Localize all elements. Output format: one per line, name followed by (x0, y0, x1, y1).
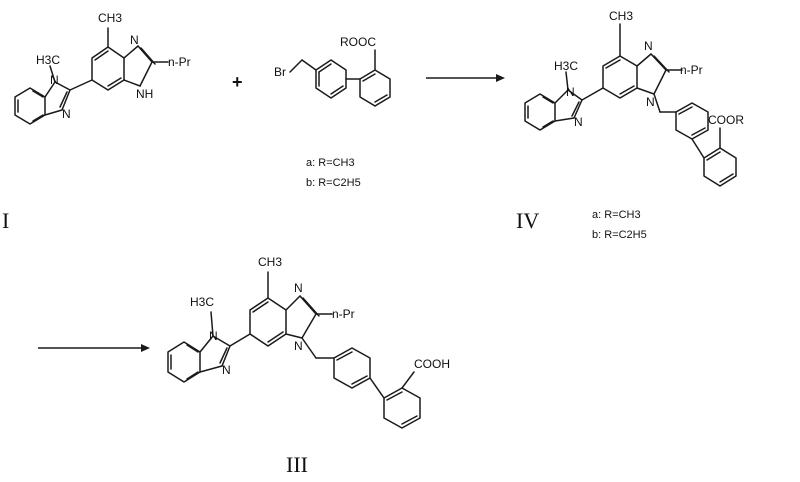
compound-IV-ester-label: COOR (708, 113, 744, 127)
compound-IV-nmethyl-label: H3C (554, 59, 578, 73)
compound-IV-n-left2-label: N (574, 115, 583, 129)
compound-IV-variant-a: a: R=CH3 (592, 209, 641, 221)
compound-III-roman-label: III (286, 452, 308, 477)
compound-I-propyl-label: n-Pr (168, 55, 191, 69)
reaction-arrow-1 (426, 74, 505, 82)
compound-I-methyl-label: CH3 (98, 11, 122, 25)
compound-II-variant-a: a: R=CH3 (306, 157, 355, 169)
compound-IV-variant-b: b: R=C2H5 (592, 229, 647, 241)
compound-II-ester-label: ROOC (340, 35, 376, 49)
compound-II-variant-b: b: R=C2H5 (306, 177, 361, 189)
compound-III-n-left1-label: N (209, 329, 218, 343)
compound-IV-n-left1-label: N (566, 85, 575, 99)
compound-III-n-top-label: N (294, 281, 303, 295)
compound-I-roman-label: I (2, 208, 9, 233)
compound-I-nh-label: NH (136, 87, 153, 101)
compound-III-n-left2-label: N (222, 363, 231, 377)
compound-III-methyl-label: CH3 (258, 255, 282, 269)
compound-IV-roman-label: IV (516, 208, 539, 233)
compound-IV-structure (524, 23, 737, 187)
reaction-arrow-2 (38, 344, 150, 352)
compound-IV-methyl-label: CH3 (609, 9, 633, 23)
compound-II-br-label: Br (274, 65, 286, 79)
compound-IV-n-top-label: N (644, 39, 653, 53)
compound-IV-propyl-label: n-Pr (680, 63, 703, 77)
compound-I-structure (14, 27, 169, 125)
compound-II-structure (289, 49, 391, 107)
compound-III-propyl-label: n-Pr (332, 307, 355, 321)
compound-I-n-top-label: N (130, 33, 139, 47)
compound-III-acid-label: COOH (414, 357, 450, 371)
compound-IV-n-bottom-label: N (646, 95, 655, 109)
compound-III-structure (167, 271, 421, 429)
compound-I-nmethyl-label: H3C (36, 53, 60, 67)
plus-sign: + (232, 72, 243, 92)
compound-III-n-bottom-label: N (294, 339, 303, 353)
compound-III-nmethyl-label: H3C (190, 295, 214, 309)
compound-I-n-left1-label: N (50, 73, 59, 87)
compound-I-n-left2-label: N (62, 107, 71, 121)
